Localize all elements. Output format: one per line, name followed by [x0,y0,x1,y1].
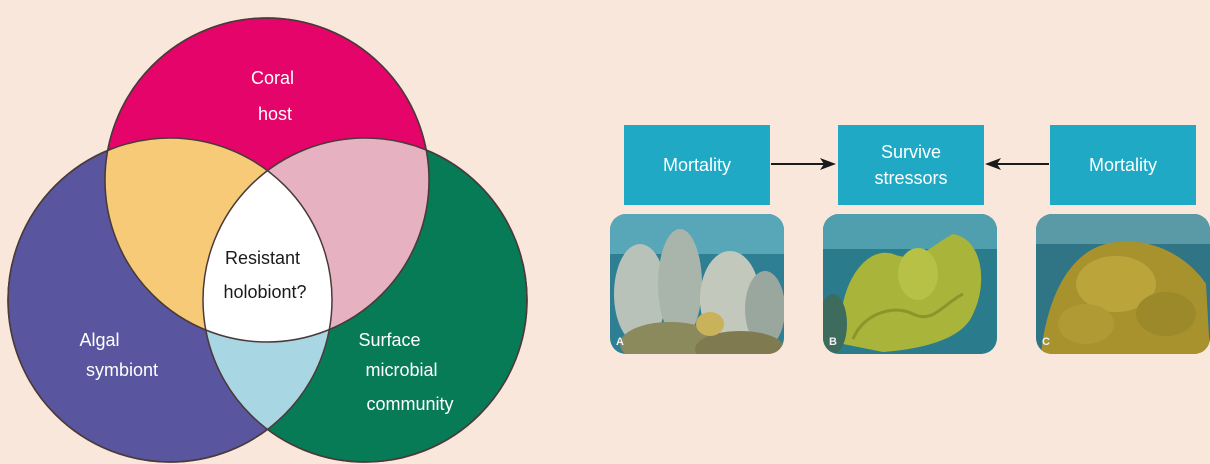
coral-host-label: Coral host [251,68,299,124]
holobiont-venn-diagram: Coral host Algal symbiont Surface microb… [7,17,528,463]
surface-microbial-community-label: Surface microbial community [358,330,453,414]
survive-stressors-box: Survive stressors [838,125,984,205]
left-mortality-label: Mortality [662,155,731,175]
photo-a-letter: A [616,336,624,348]
photo-b-letter: B [829,336,837,348]
coral-photo-a: A [610,214,784,354]
coral-photo-c: C [1036,214,1210,354]
coral-photo-c-image [1036,214,1210,354]
survive-stressors-line-2: stressors [874,168,948,188]
coral-photo-a-image [610,214,784,354]
left-arrow [985,158,1049,170]
coral-photo-b: B [823,214,997,354]
right-mortality-box: Mortality [1050,125,1196,205]
photo-c-letter: C [1042,336,1050,348]
algal-symbiont-label: Algal symbiont [79,330,158,380]
coral-photo-b-image [823,214,997,354]
resistant-holobiont-label: Resistant holobiont? [223,248,306,302]
right-arrow [771,158,836,170]
resistant-holobiont-overlap [203,138,332,342]
survive-stressors-line-1: Survive [880,142,942,162]
right-mortality-label: Mortality [1088,155,1157,175]
left-mortality-box: Mortality [624,125,770,205]
